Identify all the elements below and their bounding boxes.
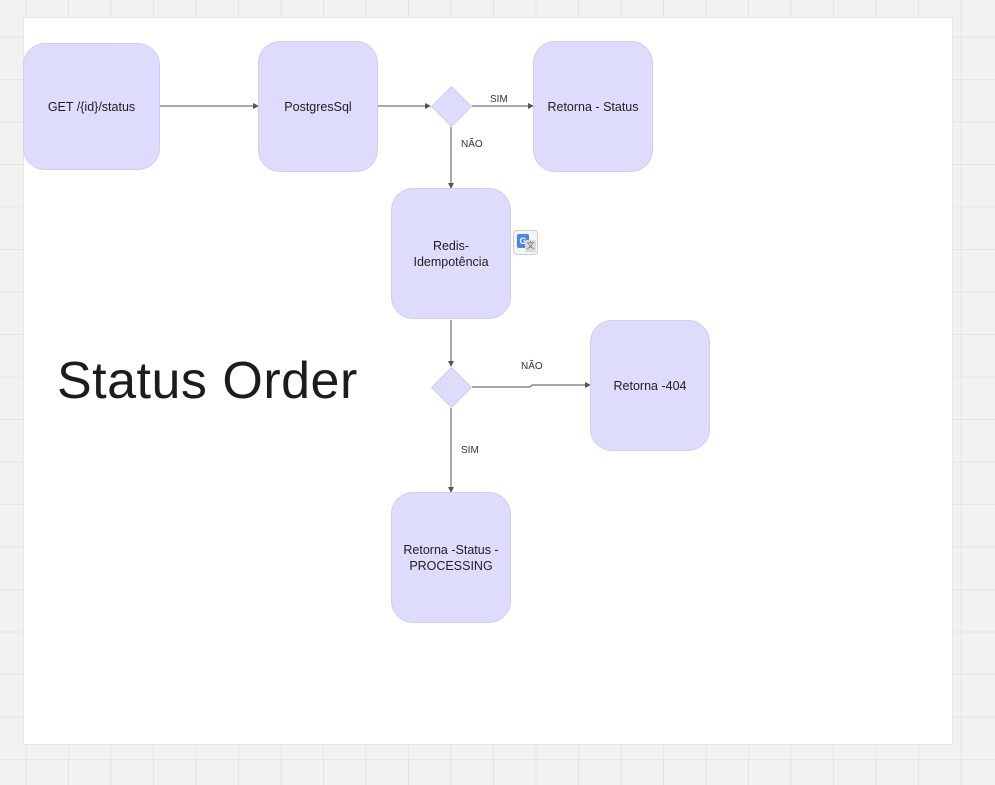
node-get-status[interactable]: GET /{id}/status — [23, 43, 160, 170]
node-retorna-404[interactable]: Retorna -404 — [590, 320, 710, 451]
edge-label-sim-down: SIM — [461, 445, 479, 456]
diagram-title: Status Order — [57, 352, 358, 410]
node-retorna-status[interactable]: Retorna - Status — [533, 41, 653, 172]
google-translate-icon[interactable]: G 文 — [513, 230, 538, 255]
node-retorna-status-label: Retorna - Status — [547, 99, 639, 114]
node-redis-idempotencia-label: Redis- Idempotência — [413, 238, 489, 269]
node-postgressql-label: PostgresSql — [284, 99, 352, 114]
translate-t-glyph: 文 — [525, 240, 536, 252]
node-redis-idempotencia[interactable]: Redis- Idempotência — [391, 188, 511, 319]
board-frame — [23, 17, 953, 745]
edge-label-nao-right: NÃO — [521, 361, 543, 372]
edge-label-sim-top: SIM — [490, 94, 508, 105]
node-retorna-404-label: Retorna -404 — [613, 378, 687, 393]
edge-label-nao-down: NÃO — [461, 139, 483, 150]
node-retorna-processing-label: Retorna -Status - PROCESSING — [403, 542, 499, 573]
node-postgressql[interactable]: PostgresSql — [258, 41, 378, 172]
node-retorna-processing[interactable]: Retorna -Status - PROCESSING — [391, 492, 511, 623]
node-get-status-label: GET /{id}/status — [47, 99, 136, 114]
